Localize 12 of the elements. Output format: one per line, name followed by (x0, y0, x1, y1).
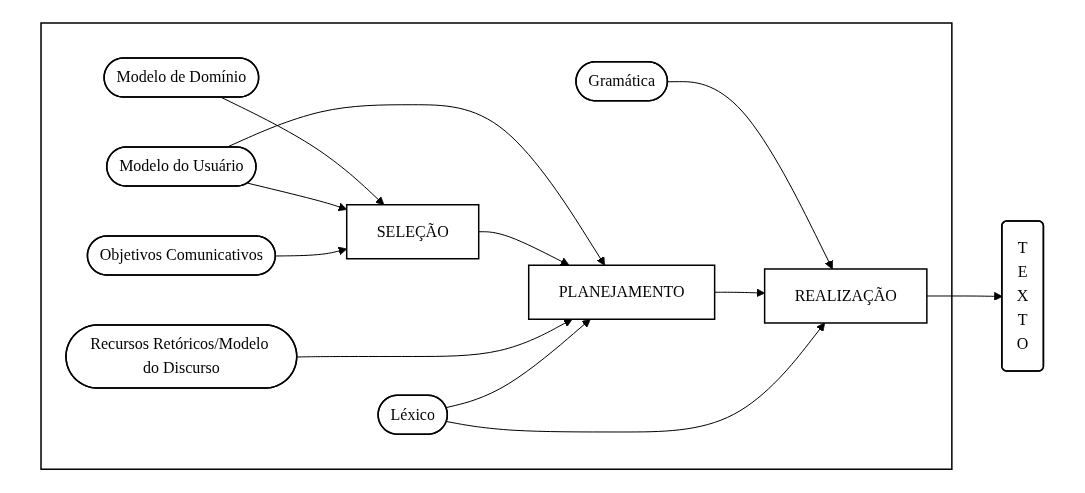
node-box: REALIZAÇÃO (764, 268, 928, 325)
arrow (446, 319, 591, 409)
cluster (40, 22, 953, 471)
arrow (446, 322, 826, 433)
arrow (221, 97, 385, 206)
arrow (275, 247, 348, 257)
arrow (667, 81, 834, 270)
arrow (297, 319, 573, 358)
node-box: SELEÇÃO (346, 204, 480, 260)
arrow (247, 183, 348, 212)
node-box: PLANEJAMENTO (528, 264, 716, 321)
arrow (478, 231, 570, 266)
